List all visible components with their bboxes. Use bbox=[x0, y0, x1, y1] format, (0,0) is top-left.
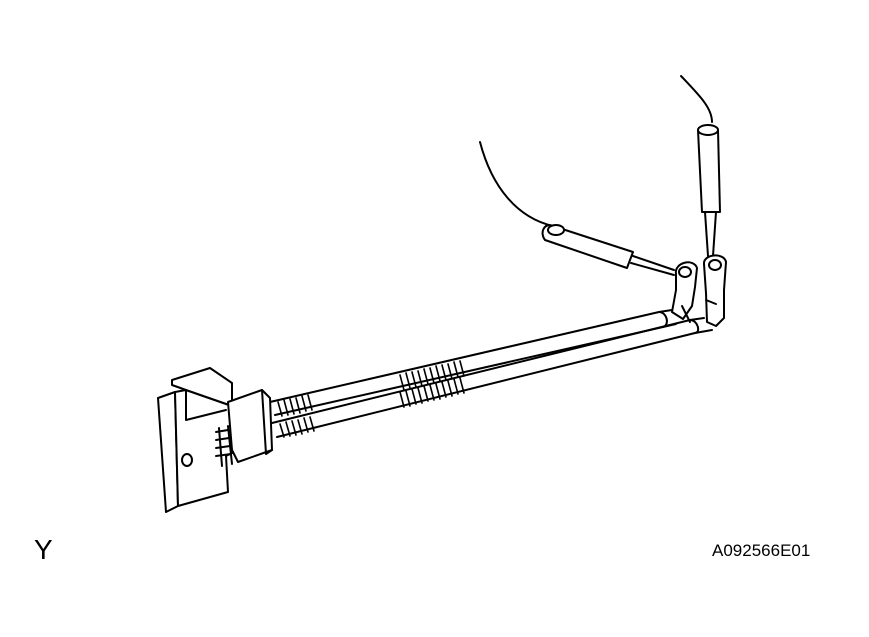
lower-lead bbox=[271, 319, 696, 438]
left-probe-tip bbox=[630, 255, 675, 276]
connector-pins bbox=[215, 425, 233, 467]
left-probe-body bbox=[541, 224, 634, 269]
figure-code-label: A092566E01 bbox=[712, 541, 811, 560]
right-probe-body bbox=[697, 129, 721, 213]
left-lead-wire bbox=[479, 141, 554, 227]
terminal-lugs bbox=[671, 254, 727, 327]
view-letter-label: Y bbox=[34, 534, 53, 565]
right-terminal-lug bbox=[703, 254, 727, 327]
shrink-tube-bands bbox=[277, 360, 465, 438]
connector bbox=[157, 367, 273, 513]
right-test-lead bbox=[680, 75, 721, 257]
right-probe-tip bbox=[704, 211, 717, 257]
twin-leads bbox=[269, 309, 713, 438]
upper-lead bbox=[269, 311, 664, 416]
left-terminal-lug bbox=[671, 261, 698, 320]
right-lead-wire bbox=[680, 75, 713, 123]
connector-screw bbox=[181, 453, 193, 467]
left-test-lead bbox=[479, 141, 675, 276]
